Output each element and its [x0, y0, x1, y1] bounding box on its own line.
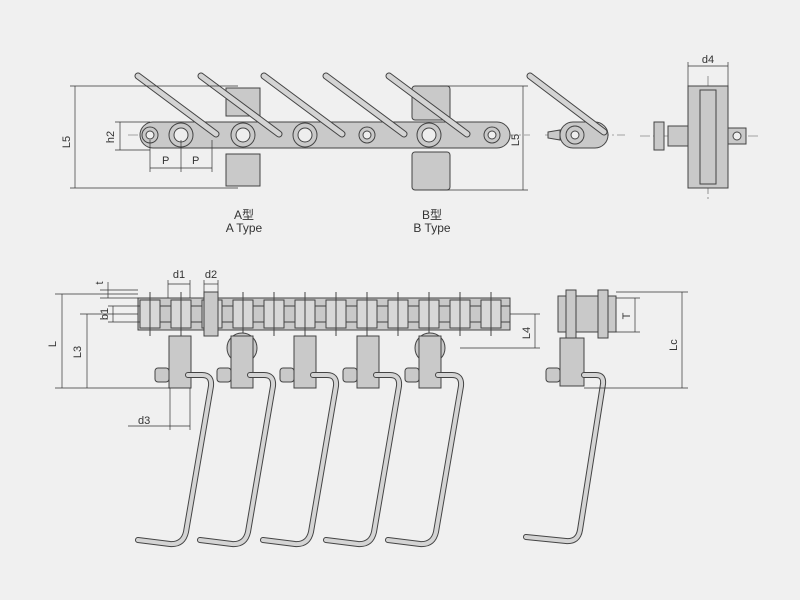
side-view-pin-left — [667, 125, 689, 147]
side-view-pin-head — [653, 121, 665, 151]
front-pin-block — [203, 291, 219, 337]
top-view: L5 h2 P P L5 A型 A Type B型 B Type — [61, 72, 530, 235]
front-side-plate-right — [597, 289, 609, 339]
dimension-Lc: Lc — [584, 291, 688, 389]
label-d1: d1 — [173, 269, 185, 281]
dimension-T: T — [616, 297, 640, 333]
dimension-L3: L3 — [72, 313, 138, 388]
type-a-label-en: A Type — [226, 221, 263, 235]
dimension-d1: d1 — [167, 269, 191, 298]
dimension-d2: d2 — [203, 269, 219, 292]
dimension-t: t — [94, 281, 138, 299]
hook-arm — [197, 335, 277, 548]
label-T: T — [621, 312, 633, 319]
hook-arms — [135, 335, 465, 548]
front-side-plate-left — [565, 289, 577, 339]
label-L3: L3 — [72, 346, 84, 358]
hook-arm — [385, 335, 465, 548]
dimension-pitch: P P — [149, 140, 213, 172]
dimension-d3: d3 — [128, 388, 191, 430]
hook-arm — [135, 335, 215, 548]
side-view-d4: d4 — [640, 54, 760, 200]
label-P-2: P — [192, 155, 199, 167]
label-d4: d4 — [702, 54, 714, 66]
label-t: t — [94, 281, 106, 284]
front-side-bolt — [545, 367, 561, 383]
label-L: L — [47, 341, 59, 347]
front-side-view: T Lc — [523, 289, 688, 545]
label-h2: h2 — [105, 131, 117, 143]
front-side-block — [559, 337, 585, 387]
dimension-h2: h2 — [105, 121, 150, 151]
b-type-roller-bottom — [411, 151, 451, 191]
dimension-L: L — [47, 293, 170, 389]
attachment-block-bottom-a — [225, 153, 261, 187]
label-d3: d3 — [138, 415, 150, 427]
type-a-label-cn: A型 — [234, 208, 254, 222]
hook-arm — [323, 335, 403, 548]
type-b-label-cn: B型 — [422, 208, 442, 222]
front-view: t d1 d2 b1 L L3 — [47, 269, 540, 548]
dimension-L5-right: L5 — [440, 85, 528, 191]
label-P-1: P — [162, 155, 169, 167]
label-L5: L5 — [61, 136, 73, 148]
label-d2: d2 — [205, 269, 217, 281]
single-link-detail — [526, 72, 625, 149]
side-view-core — [699, 89, 717, 185]
dimension-L5-left: L5 — [61, 85, 238, 189]
label-Lc: Lc — [668, 339, 680, 351]
type-b-label-en: B Type — [413, 221, 450, 235]
hook-arm — [260, 335, 340, 548]
front-chain-strip — [137, 297, 511, 331]
label-L4: L4 — [521, 327, 533, 339]
label-L5-b: L5 — [510, 134, 522, 146]
dimension-L4: L4 — [460, 313, 540, 349]
